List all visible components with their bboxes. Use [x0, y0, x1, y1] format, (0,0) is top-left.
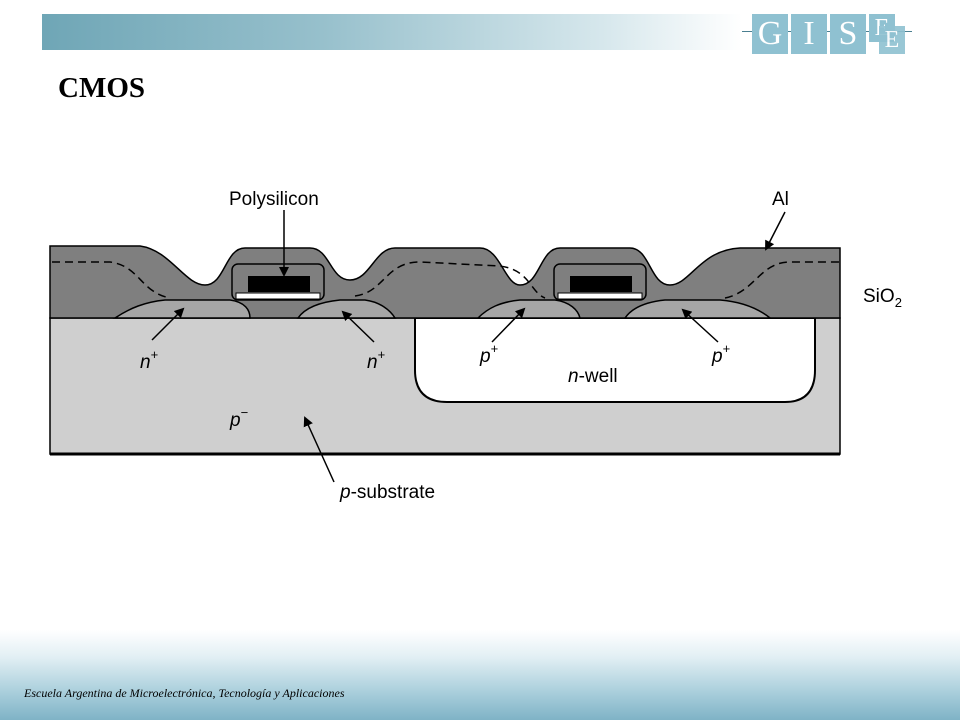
label-n-plus-right: n+: [367, 347, 385, 373]
label-n-well: n-well: [568, 366, 618, 387]
logo-letter-g: G: [752, 14, 788, 54]
arrow-p-substrate: [303, 416, 335, 483]
pmos-gate-oxide: [557, 292, 643, 300]
label-sio2-text: SiO: [863, 286, 895, 307]
logo-rule: [742, 31, 912, 32]
label-p-plus-left: p+: [479, 341, 498, 367]
label-sio2-subscript: 2: [895, 295, 902, 310]
nmos-gate: [231, 263, 325, 301]
label-p-minus-sup: −: [241, 405, 249, 420]
p-plus-diffusion-right: [623, 299, 773, 319]
label-n-plus-left-sup: +: [151, 347, 159, 362]
nmos-gate-oxide: [235, 292, 321, 300]
label-n-well-text: -well: [579, 366, 618, 387]
n-plus-diffusion-right: [296, 299, 397, 319]
logo-letter-e2: E: [879, 26, 905, 54]
slide-title: CMOS: [58, 72, 145, 104]
pmos-polysilicon-gate: [570, 276, 632, 292]
footer-gradient-band: [0, 630, 960, 720]
header-gradient-bar: [42, 14, 742, 50]
label-p-minus-letter: p: [229, 410, 241, 431]
arrow-n-plus-left: [151, 307, 185, 341]
n-well-region: [414, 317, 816, 403]
label-n-plus-left: n+: [140, 347, 158, 373]
label-p-substrate-text: -substrate: [351, 482, 435, 503]
label-n-plus-left-letter: n: [140, 352, 151, 373]
p-plus-diffusion-left: [476, 299, 581, 319]
label-p-plus-left-sup: +: [491, 341, 499, 356]
arrow-p-plus-left: [491, 307, 526, 343]
label-p-substrate: p-substrate: [339, 482, 435, 503]
label-p-minus: p−: [229, 405, 248, 431]
logo-letter-i: I: [791, 14, 827, 54]
label-p-plus-right-letter: p: [711, 346, 723, 367]
logo-letter-s: S: [830, 14, 866, 54]
label-sio2: SiO2: [863, 286, 902, 310]
al-contour-right: [724, 261, 840, 299]
al-contour-middle-left: [354, 261, 546, 299]
label-al: Al: [772, 189, 789, 210]
label-polysilicon: Polysilicon: [229, 189, 319, 210]
label-n-plus-right-sup: +: [378, 347, 386, 362]
label-p-plus-left-letter: p: [479, 346, 491, 367]
arrow-p-plus-right: [681, 308, 719, 343]
label-p-plus-right-sup: +: [723, 341, 731, 356]
arrow-al: [765, 211, 786, 251]
pmos-gate: [553, 263, 647, 301]
al-contour-left: [52, 261, 171, 299]
label-n-plus-right-letter: n: [367, 352, 378, 373]
label-n-well-italic: n: [568, 366, 579, 387]
label-p-substrate-italic: p: [339, 482, 351, 503]
arrow-n-plus-right: [341, 310, 375, 343]
nmos-polysilicon-gate: [248, 276, 310, 292]
label-p-plus-right: p+: [711, 341, 730, 367]
footer-institution-text: Escuela Argentina de Microelectrónica, T…: [24, 686, 345, 700]
